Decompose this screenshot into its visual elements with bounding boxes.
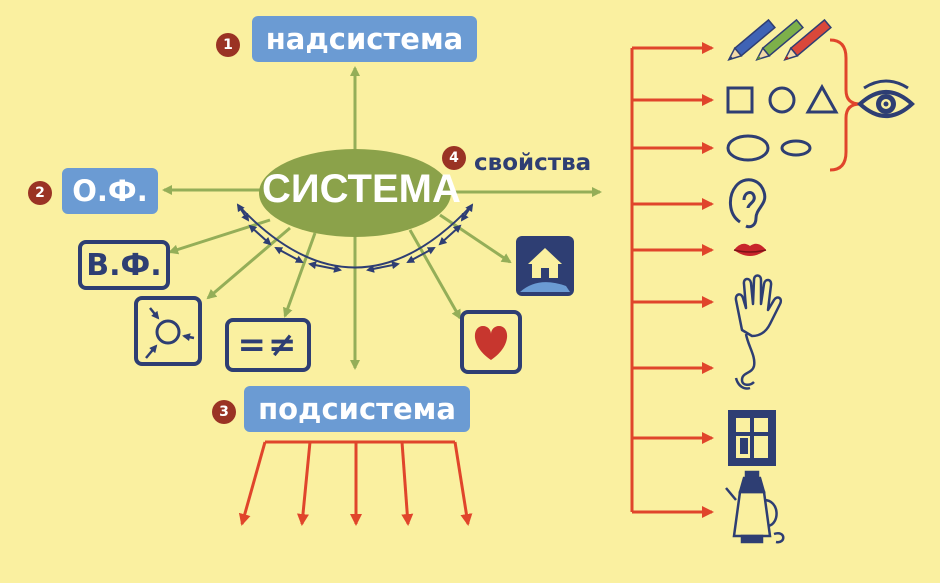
badge-3: 3	[212, 400, 236, 424]
lips-icon	[733, 243, 767, 256]
shapes-icon	[726, 83, 839, 114]
heart-icon	[460, 310, 522, 374]
secondary-function-box: В.Ф.	[78, 240, 170, 290]
equal-not-equal-icon: =≠	[225, 318, 311, 372]
window-frame-icon	[728, 410, 776, 466]
eye-icon	[857, 79, 915, 118]
system-label: СИСТЕМА	[262, 167, 461, 211]
kettle-icon	[725, 470, 785, 544]
subsystem-box: подсистема	[244, 386, 470, 432]
properties-label: свойства	[474, 150, 592, 176]
badge-2: 2	[28, 181, 52, 205]
ear-icon	[729, 178, 767, 229]
hand-icon	[734, 274, 782, 338]
vision-brace	[829, 38, 861, 172]
nose-icon	[734, 333, 756, 390]
main-function-box: О.Ф.	[62, 168, 158, 214]
badge-1: 1	[216, 33, 240, 57]
house-icon	[516, 236, 574, 296]
badge-4: 4	[442, 146, 466, 170]
inputs-to-center-icon	[134, 296, 202, 366]
ovals-icon	[726, 134, 812, 162]
supersystem-box: надсистема	[252, 16, 477, 62]
navy-arc	[236, 203, 474, 273]
system-ellipse	[259, 149, 451, 237]
subsystem-fan	[238, 440, 473, 526]
properties-bus	[630, 42, 714, 518]
colored-pencils-icon	[727, 18, 832, 61]
